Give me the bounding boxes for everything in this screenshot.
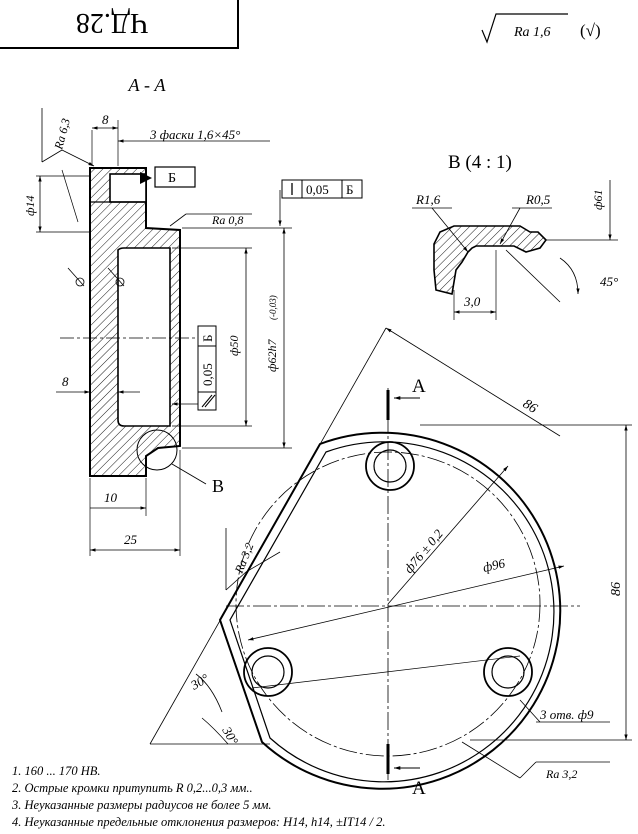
cut-label-top: А xyxy=(412,376,426,397)
dim-d50: ф50 xyxy=(227,335,241,356)
plan-outline-inner xyxy=(229,441,555,783)
holes-label: 3 отв. ф9 xyxy=(539,707,594,722)
detail-title: В (4 : 1) xyxy=(448,152,512,173)
detail-r05: R0,5 xyxy=(525,192,551,207)
ra-0-8: Ra 0,8 xyxy=(211,213,243,227)
plan-view: 86 А А ф76 ± 0,2 ф96 xyxy=(149,327,632,799)
chamfer-note: 3 фаски 1,6×45° xyxy=(149,127,240,142)
plan-outline-outer xyxy=(218,431,562,790)
ra-3-2-left: Ra 3,2 xyxy=(231,541,256,576)
note-3: 3. Неуказанные размеры радиусов не более… xyxy=(12,798,272,812)
hole-top xyxy=(365,441,415,491)
callout-b: В xyxy=(212,476,224,496)
dim-86-vert: 86 xyxy=(609,582,624,596)
section-title: А - А xyxy=(128,75,167,95)
dim-d14: ф14 xyxy=(23,195,37,216)
dim-d62-tol: (-0,03) xyxy=(268,295,278,320)
dim-d76: ф76 ± 0,2 xyxy=(401,526,446,576)
detail-r16: R1,6 xyxy=(415,192,441,207)
detail-angle45: 45° xyxy=(600,274,618,289)
dim-8-top: 8 xyxy=(102,112,109,127)
base-mark: Б xyxy=(168,171,176,186)
detail-b: В (4 : 1) R1,6 R0,5 ф61 3,0 45° xyxy=(412,152,618,320)
runout-tol: 0,05 xyxy=(306,182,329,197)
ra-6-3: Ra 6,3 xyxy=(51,117,73,152)
note-2: 2. Острые кромки притупить R 0,2...0,3 м… xyxy=(12,781,253,795)
surface-finish-mark: (√) xyxy=(580,21,601,40)
hole-right xyxy=(483,647,533,697)
dim-10: 10 xyxy=(104,490,118,505)
surface-finish-symbol: Ra 1,6 (√) xyxy=(481,13,601,44)
hole-left xyxy=(243,647,293,697)
section-pocket xyxy=(117,247,171,427)
ra-3-2-bottom: Ra 3,2 xyxy=(545,767,577,781)
dim-86-diag: 86 xyxy=(520,397,540,417)
cut-label-bottom: А xyxy=(412,778,426,799)
technical-notes: 1. 160 ... 170 НВ. 2. Острые кромки прит… xyxy=(12,763,386,831)
detail-d61: ф61 xyxy=(591,189,605,210)
flat-base: Б xyxy=(200,335,215,342)
section-a-a: А - А Б В 8 3 фаски 1,6×45° Ra 6,3 xyxy=(23,75,363,556)
dim-d62: ф62h7 xyxy=(265,338,279,372)
dim-25: 25 xyxy=(124,532,138,547)
angle-30-1: 30° xyxy=(187,671,211,694)
dim-8-left: 8 xyxy=(62,374,69,389)
note-4: 4. Неуказанные предельные отклонения раз… xyxy=(12,815,386,829)
detail-body xyxy=(433,225,548,295)
runout-base: Б xyxy=(346,182,353,197)
detail-w30: 3,0 xyxy=(463,294,481,309)
title-code: ЧД.28 xyxy=(76,7,148,38)
surface-finish-label: Ra 1,6 xyxy=(513,25,551,40)
title-block: ЧД.28 xyxy=(0,0,239,49)
note-1: 1. 160 ... 170 НВ. xyxy=(12,764,101,778)
flat-tol: 0,05 xyxy=(200,363,215,386)
dim-d96: ф96 xyxy=(481,555,507,575)
